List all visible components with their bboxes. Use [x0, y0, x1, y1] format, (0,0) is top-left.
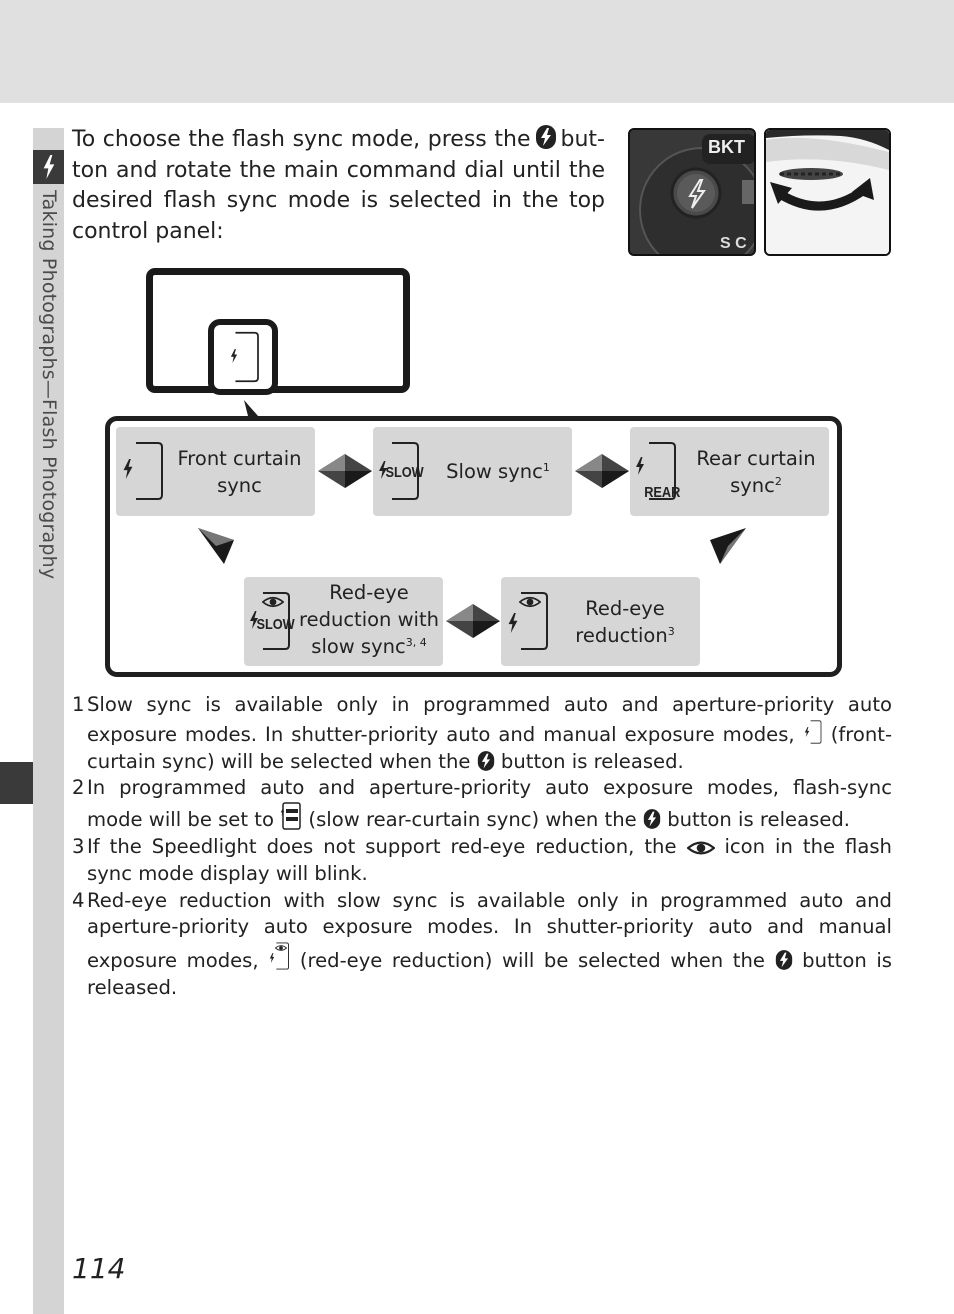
footnotes: 1 Slow sync is available only in program…	[72, 692, 892, 1002]
bkt-label: BKT	[708, 137, 745, 157]
mode-label: Red-eye reduction with slow sync3, 4	[299, 581, 439, 658]
flash-button-icon	[535, 124, 557, 150]
double-arrow-icon	[575, 454, 629, 488]
redeye-slow-icon: SLOW	[250, 591, 296, 651]
mode-slow-sync: SLOW Slow sync1	[373, 427, 572, 516]
mode-label: Red-eye reduction3	[575, 597, 675, 647]
camera-flash-button-photo: S C BKT	[628, 128, 756, 256]
header-band	[0, 0, 954, 103]
section-title-text: Taking Photographs—Flash Photography	[38, 190, 60, 580]
footnote: 3 If the Speedlight does not support red…	[72, 834, 892, 885]
top-control-panel	[146, 268, 410, 393]
diagonal-arrow-icon	[198, 528, 234, 564]
footnote: 4 Red-eye reduction with slow sync is av…	[72, 888, 893, 999]
front-curtain-icon	[123, 441, 164, 501]
flash-button-icon	[643, 808, 661, 830]
mode-redeye-slow: SLOW Red-eye reduction with slow sync3, …	[244, 577, 443, 666]
command-dial-photo	[764, 128, 891, 256]
double-arrow-icon	[446, 604, 500, 638]
mode-front-curtain: Front curtain sync	[116, 427, 315, 516]
intro-text-1: To choose the flash sync mode, press the	[72, 127, 531, 152]
rear-curtain-icon: REAR	[636, 441, 680, 500]
flash-sync-indicator	[208, 319, 278, 395]
footnote: 1 Slow sync is available only in program…	[72, 693, 893, 773]
front-curtain-icon	[804, 720, 822, 744]
flash-icon	[33, 150, 64, 184]
slow-sync-icon: SLOW	[379, 441, 425, 501]
callout-pointer	[244, 400, 258, 416]
svg-text:SLOW: SLOW	[257, 615, 296, 632]
svg-text:REAR: REAR	[644, 483, 680, 500]
intro-text-2: but-ton and rotate the main command dial…	[72, 127, 605, 244]
diagonal-arrow-icon	[710, 528, 746, 564]
mode-label: Slow sync1	[446, 460, 550, 483]
mode-redeye: Red-eye reduction3	[501, 577, 700, 666]
flash-button-icon	[477, 750, 495, 772]
intro-paragraph: To choose the flash sync mode, press the…	[72, 124, 605, 247]
footnote: 2 In programmed auto and aperture-priori…	[72, 776, 892, 832]
mode-label: Rear curtain sync2	[696, 447, 816, 497]
svg-text:S C: S C	[720, 235, 747, 252]
double-arrow-icon	[318, 454, 372, 488]
section-title: Taking Photographs—Flash Photography	[33, 190, 64, 630]
slow-rear-sync-icon	[280, 802, 301, 830]
svg-text:SLOW: SLOW	[386, 463, 425, 480]
redeye-icon	[508, 591, 549, 651]
red-eye-icon	[687, 839, 715, 857]
mode-rear-curtain: REAR Rear curtain sync2	[630, 427, 829, 516]
sidebar-strip	[33, 128, 64, 1314]
page-number: 114	[72, 1252, 126, 1285]
chapter-marker	[0, 762, 33, 804]
redeye-icon	[269, 942, 290, 970]
flash-button-icon	[775, 949, 793, 971]
mode-label: Front curtain sync	[177, 447, 302, 497]
